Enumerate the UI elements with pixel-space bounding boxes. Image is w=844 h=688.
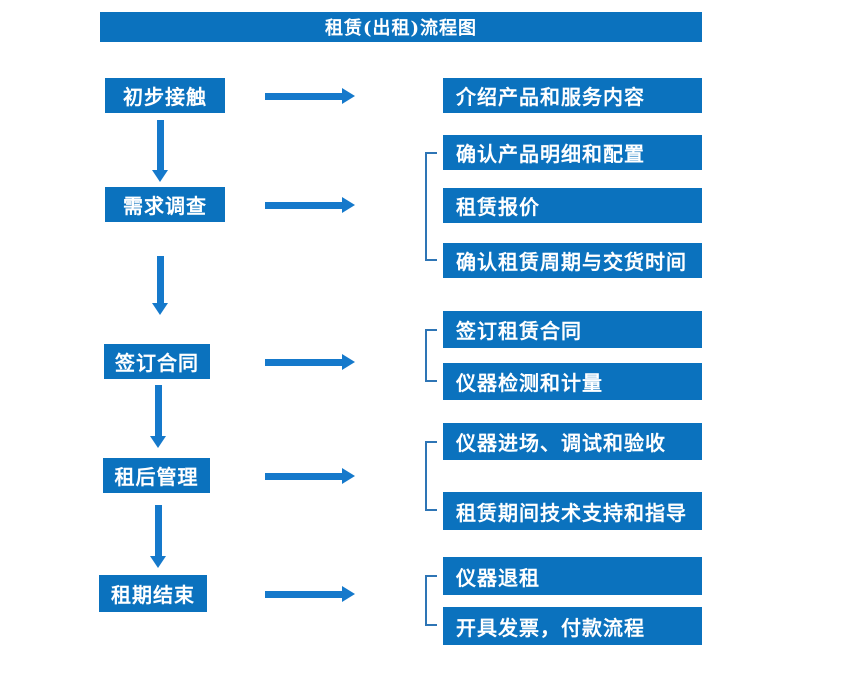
detail-instrument-arrival-commissioning: 仪器进场、调试和验收 [443, 423, 702, 460]
detail-rental-quotation: 租赁报价 [443, 188, 702, 223]
arrow-shaft [265, 358, 342, 366]
detail-instrument-return: 仪器退租 [443, 557, 702, 595]
arrow-head-icon [342, 88, 355, 104]
arrow-shaft [154, 385, 162, 436]
group-bracket-3 [425, 441, 437, 511]
arrow-shaft [156, 120, 164, 170]
down-arrow-2 [152, 256, 168, 315]
flowchart-title-bar: 租赁(出租)流程图 [100, 12, 702, 42]
flowchart-title: 租赁(出租)流程图 [324, 18, 478, 39]
right-arrow-2 [265, 197, 355, 213]
detail-introduce-product-services: 介绍产品和服务内容 [443, 78, 702, 113]
arrow-head-icon [342, 354, 355, 370]
group-bracket-2 [425, 329, 437, 382]
step-lease-end: 租期结束 [99, 575, 207, 612]
arrow-head-icon [342, 586, 355, 602]
arrow-shaft [154, 505, 162, 556]
arrow-shaft [265, 92, 342, 100]
right-arrow-1 [265, 88, 355, 104]
right-arrow-4 [265, 468, 355, 484]
right-arrow-3 [265, 354, 355, 370]
detail-rental-technical-support: 租赁期间技术支持和指导 [443, 492, 702, 530]
arrow-shaft [265, 590, 342, 598]
detail-confirm-product-details-config: 确认产品明细和配置 [443, 135, 702, 170]
arrow-head-icon [152, 170, 168, 182]
detail-confirm-rental-period-delivery: 确认租赁周期与交货时间 [443, 243, 702, 278]
arrow-head-icon [150, 556, 166, 568]
step-sign-contract: 签订合同 [104, 344, 210, 379]
down-arrow-3 [150, 385, 166, 448]
arrow-shaft [156, 256, 164, 303]
arrow-shaft [265, 201, 342, 209]
arrow-head-icon [150, 436, 166, 448]
step-post-rental-management: 租后管理 [103, 458, 210, 493]
step-demand-survey: 需求调查 [105, 187, 225, 222]
right-arrow-5 [265, 586, 355, 602]
down-arrow-4 [150, 505, 166, 568]
group-bracket-1 [425, 152, 437, 261]
detail-sign-rental-contract: 签订租赁合同 [443, 311, 702, 348]
down-arrow-1 [152, 120, 168, 182]
arrow-head-icon [342, 468, 355, 484]
step-initial-contact: 初步接触 [105, 78, 225, 113]
group-bracket-4 [425, 575, 437, 626]
detail-instrument-inspection-measurement: 仪器检测和计量 [443, 363, 702, 400]
arrow-head-icon [152, 303, 168, 315]
arrow-head-icon [342, 197, 355, 213]
arrow-shaft [265, 472, 342, 480]
detail-invoice-payment-process: 开具发票，付款流程 [443, 607, 702, 645]
